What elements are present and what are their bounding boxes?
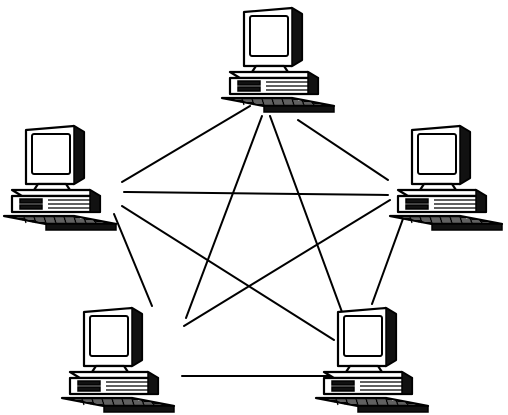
- nodes-layer: [2, 6, 504, 414]
- link-top-to-upper-right: [297, 119, 389, 181]
- computer-upper-right: [388, 124, 504, 232]
- links-layer: [113, 105, 405, 377]
- desktop-computer-icon: [60, 306, 176, 414]
- desktop-computer-icon: [388, 124, 504, 232]
- link-top-to-lower-right: [269, 115, 343, 313]
- computer-lower-right: [314, 306, 430, 414]
- link-upper-right-to-lower-left: [183, 199, 391, 327]
- desktop-computer-icon: [2, 124, 118, 232]
- computer-top: [220, 6, 336, 114]
- link-upper-right-to-lower-right: [371, 215, 405, 305]
- link-top-to-upper-left: [121, 105, 251, 183]
- desktop-computer-icon: [220, 6, 336, 114]
- link-upper-left-to-lower-right: [121, 205, 335, 341]
- desktop-computer-icon: [314, 306, 430, 414]
- link-top-to-lower-left: [185, 115, 263, 319]
- computer-lower-left: [60, 306, 176, 414]
- link-upper-left-to-lower-left: [113, 213, 153, 307]
- link-upper-left-to-upper-right: [123, 191, 389, 196]
- computer-upper-left: [2, 124, 118, 232]
